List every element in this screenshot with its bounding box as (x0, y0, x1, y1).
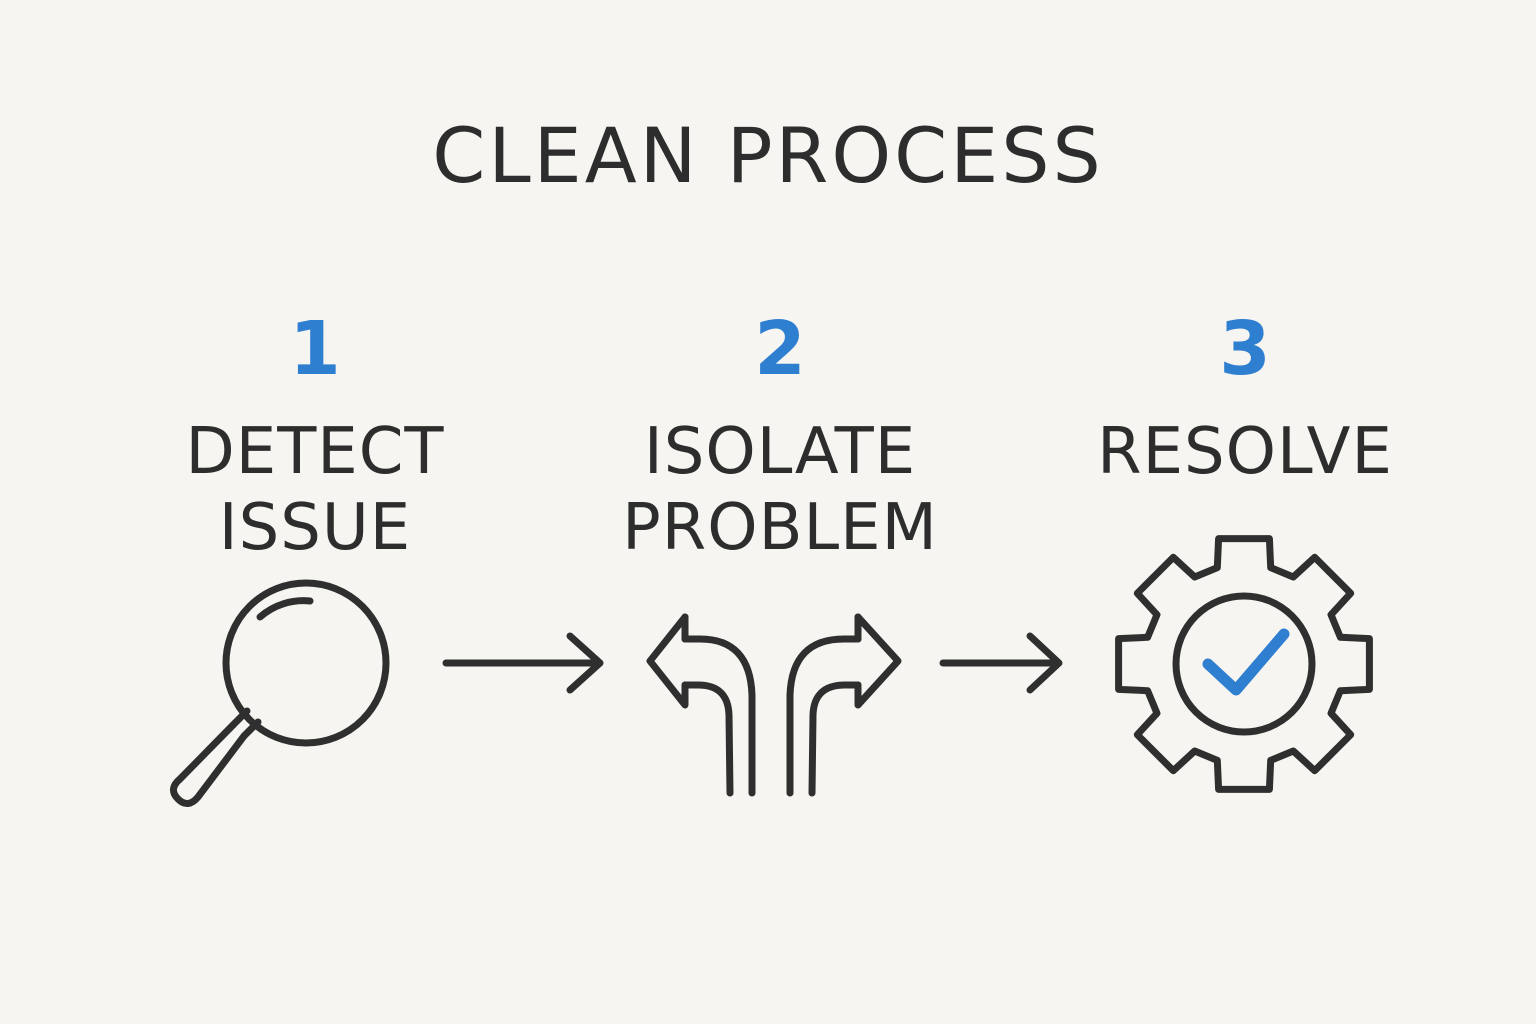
fork-arrows-icon (646, 613, 902, 797)
step-label: ISOLATE PROBLEM (600, 414, 960, 566)
step-label: RESOLVE (1090, 414, 1400, 490)
gear-check-icon (1115, 535, 1373, 793)
step-resolve: 3 RESOLVE (1090, 312, 1400, 490)
step-number: 3 (1219, 306, 1271, 392)
diagram-title: CLEAN PROCESS (432, 111, 1104, 200)
step-label-line: ISOLATE (643, 415, 917, 489)
step-label-line: DETECT (185, 415, 445, 489)
step-label-line: PROBLEM (622, 491, 938, 565)
step-number: 2 (754, 306, 806, 392)
step-label: DETECT ISSUE (150, 414, 480, 566)
step-label-line: ISSUE (218, 491, 412, 565)
gear-outline (1115, 535, 1373, 793)
arrow-right-icon (442, 632, 604, 694)
step-number: 1 (289, 306, 341, 392)
step-isolate-problem: 2 ISOLATE PROBLEM (600, 312, 960, 566)
step-detect-issue: 1 DETECT ISSUE (150, 312, 480, 566)
magnifying-glass-icon (170, 579, 390, 807)
step-label-line: RESOLVE (1097, 415, 1393, 489)
arrow-right-icon (939, 632, 1063, 694)
